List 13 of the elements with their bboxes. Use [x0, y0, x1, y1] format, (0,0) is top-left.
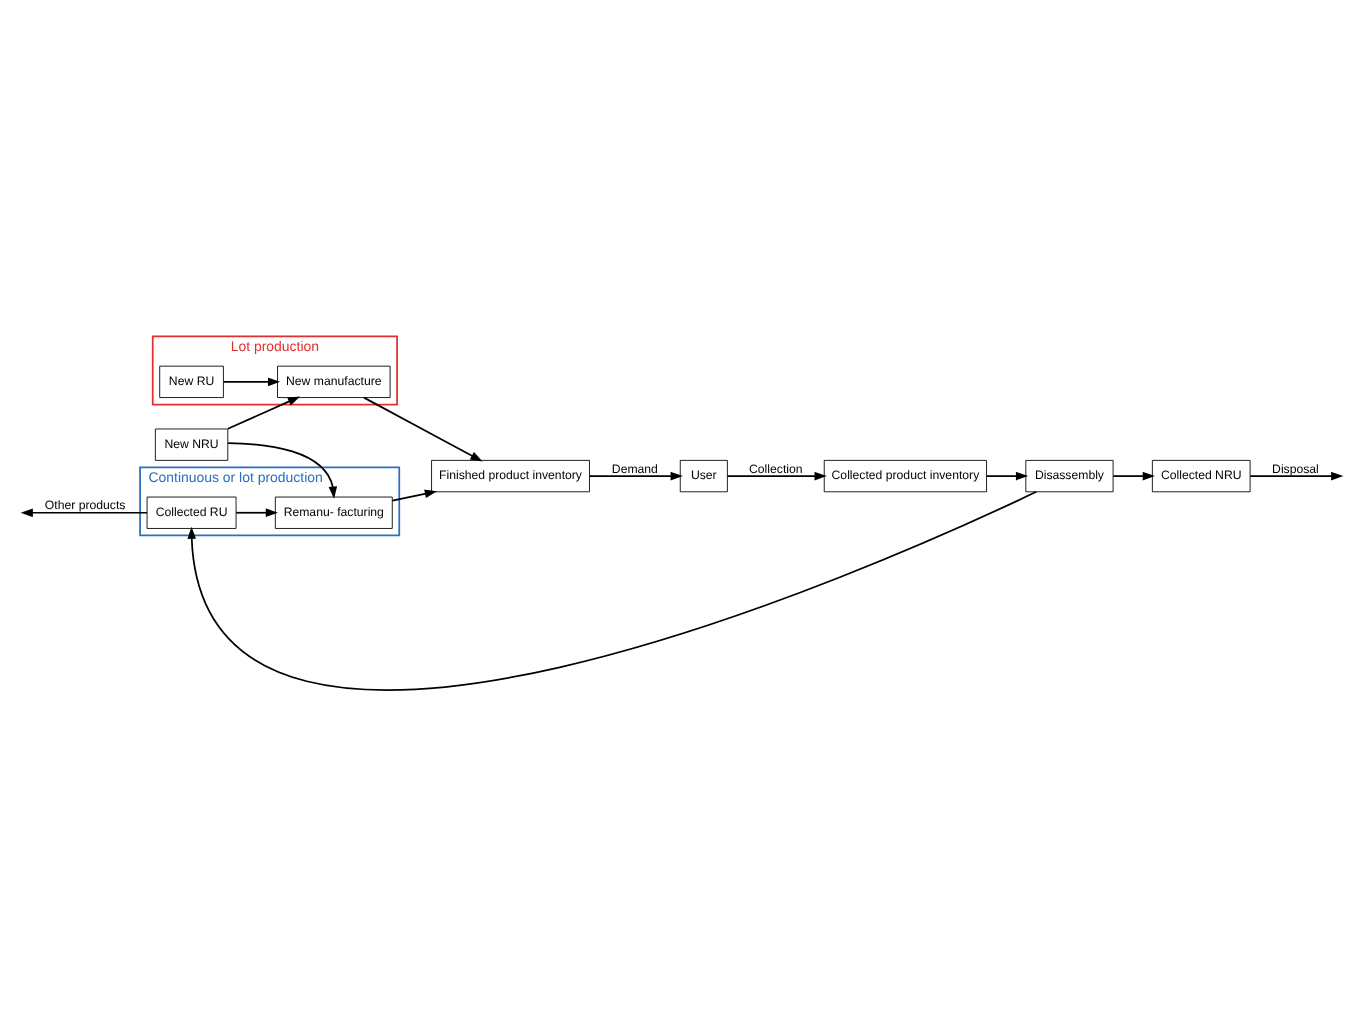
arrow: [187, 490, 1038, 691]
arrow: [235, 508, 278, 518]
arrow: [20, 508, 148, 518]
arrow: [227, 396, 301, 430]
arrow: [985, 471, 1029, 481]
arrow: [222, 377, 281, 387]
arrow: [1249, 471, 1344, 481]
arrow: [391, 489, 438, 502]
arrow: [363, 396, 483, 462]
arrow: [227, 442, 338, 499]
arrow: [1112, 471, 1155, 481]
arrow: [588, 471, 683, 481]
arrow: [726, 471, 827, 481]
